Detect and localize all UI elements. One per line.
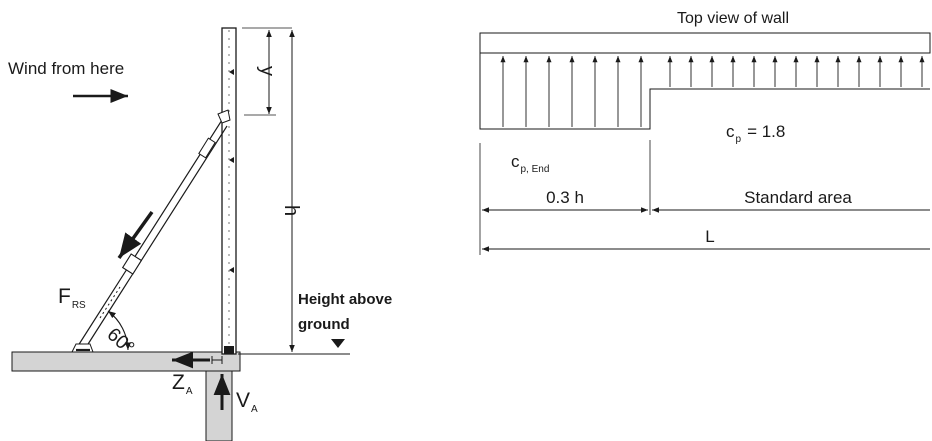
standard-area-label: Standard area [744,188,852,207]
y-label: y [256,66,278,76]
top-view-title: Top view of wall [677,10,789,27]
foundation [205,370,233,441]
ground-level-marker [331,339,345,348]
end-zone-label: 0.3 h [546,188,584,207]
prop-force-arrow [117,210,154,260]
height-label-line2: ground [298,316,350,333]
end-zone-pressure-arrows [500,56,644,127]
wall-plan [479,32,931,54]
va-label: VA [236,389,258,415]
height-label-line1: Height above [298,291,392,308]
za-label: ZA [172,371,193,397]
load-distribution-outline [479,53,930,130]
frs-label: FRS [58,285,86,311]
side-view-diagram: 60° Wind from here y h Height above grou… [8,27,392,441]
h-label: h [280,205,302,216]
cp-standard-label: cp= 1.8 [726,122,785,145]
wind-label: Wind from here [8,59,124,78]
length-label: L [705,227,714,246]
push-pull-prop [71,109,231,353]
cp-end-label: cp, End [511,152,549,175]
standard-area-pressure-arrows [667,56,925,87]
top-view-diagram: Top view of wall [479,10,931,255]
angle-arc [107,310,131,351]
